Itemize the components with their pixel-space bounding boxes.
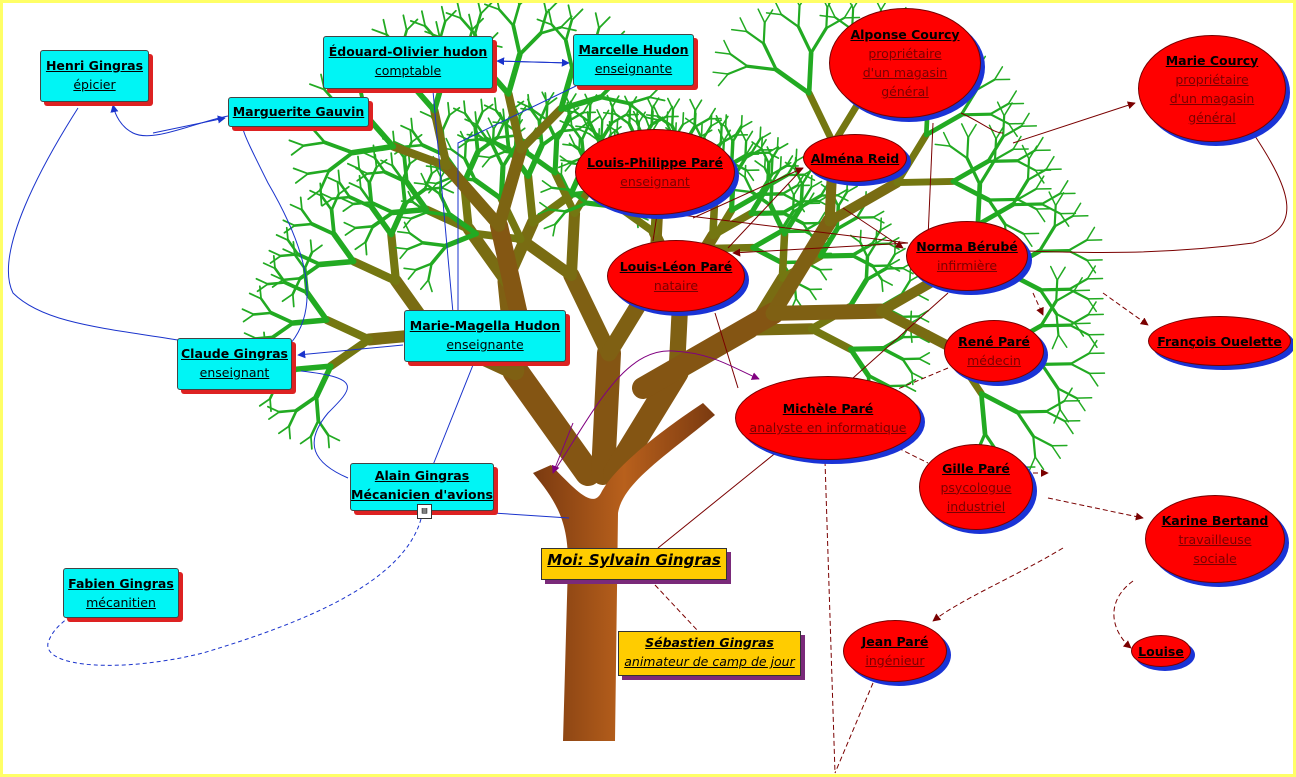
person-occupation: mécanitien	[86, 595, 156, 610]
person-alain-gingras[interactable]: Alain Gingras Mécanicien d'avions	[350, 463, 494, 511]
person-occupation: nataire	[653, 278, 699, 293]
person-occupation: Mécanicien d'avions	[351, 487, 493, 502]
person-name: Henri Gingras	[45, 58, 144, 73]
person-occupation: médecin	[967, 353, 1021, 368]
person-occupation: travailleuse sociale	[1178, 531, 1252, 566]
person-name: Sébastien Gingras	[645, 635, 774, 650]
person-edouard-olivier-hudon[interactable]: Édouard-Olivier hudon comptable	[323, 36, 493, 89]
person-name: Karine Bertand	[1161, 512, 1269, 528]
person-name: Louis-Philippe Paré	[587, 155, 723, 170]
person-occupation: comptable	[374, 63, 442, 78]
person-claude-gingras[interactable]: Claude Gingras enseignant	[177, 338, 292, 390]
person-occupation: psycologue industriel	[940, 479, 1012, 514]
person-occupation: propriétaire d'un magasin général	[862, 46, 948, 99]
person-name: Alponse Courcy	[850, 27, 960, 42]
person-occupation: enseignante	[594, 61, 673, 76]
person-name: Édouard-Olivier hudon	[328, 44, 488, 59]
person-occupation: propriétaire d'un magasin général	[1169, 71, 1255, 125]
person-name: Michèle Paré	[782, 401, 874, 416]
person-name: François Ouelette	[1157, 333, 1282, 349]
person-name: Marie-Magella Hudon	[409, 318, 561, 333]
person-karine-bertand[interactable]: Karine Bertand travailleuse sociale	[1145, 495, 1285, 583]
person-louis-philippe-pare[interactable]: Louis-Philippe Paré enseignant	[575, 129, 735, 215]
person-name: René Paré	[958, 334, 1030, 349]
person-marie-courcy[interactable]: Marie Courcy propriétaire d'un magasin g…	[1138, 35, 1286, 142]
person-rene-pare[interactable]: René Paré médecin	[944, 320, 1044, 382]
person-norma-berube[interactable]: Norma Bérubé infirmière	[906, 221, 1028, 291]
person-fabien-gingras[interactable]: Fabien Gingras mécanitien	[63, 568, 179, 618]
person-name: Fabien Gingras	[68, 576, 174, 591]
person-louis-leon-pare[interactable]: Louis-Léon Paré nataire	[607, 240, 745, 312]
note-icon[interactable]: ▤	[417, 504, 432, 519]
person-marie-magella-hudon[interactable]: Marie-Magella Hudon enseignante	[404, 310, 566, 362]
person-occupation: ingénieur	[865, 653, 925, 668]
person-louise[interactable]: Louise	[1131, 635, 1191, 667]
person-name: Jean Paré	[861, 634, 929, 649]
person-moi-sylvain-gingras[interactable]: Moi: Sylvain Gingras	[541, 548, 727, 580]
person-occupation: infirmière	[936, 258, 998, 273]
person-sebastien-gingras[interactable]: Sébastien Gingras animateur de camp de j…	[618, 631, 801, 676]
person-michele-pare[interactable]: Michèle Paré analyste en informatique	[735, 376, 921, 460]
person-name: Marcelle Hudon	[578, 42, 689, 57]
person-marguerite-gauvin[interactable]: Marguerite Gauvin	[228, 97, 369, 127]
person-name: Marguerite Gauvin	[232, 104, 365, 119]
person-jean-pare[interactable]: Jean Paré ingénieur	[843, 620, 947, 682]
person-occupation: enseignant	[620, 174, 690, 189]
person-name: Moi: Sylvain Gingras	[547, 551, 721, 569]
person-name: Gille Paré	[942, 460, 1010, 476]
person-henri-gingras[interactable]: Henri Gingras épicier	[40, 50, 149, 102]
person-marcelle-hudon[interactable]: Marcelle Hudon enseignante	[573, 34, 694, 86]
person-name: Alména Reid	[810, 150, 900, 166]
person-francois-ouelette[interactable]: François Ouelette	[1148, 316, 1291, 366]
person-occupation: enseignante	[446, 337, 524, 352]
person-occupation: analyste en informatique	[749, 420, 907, 435]
person-occupation: épicier	[73, 77, 116, 92]
person-name: Claude Gingras	[180, 346, 288, 361]
person-name: Marie Courcy	[1165, 52, 1259, 68]
person-occupation: enseignant	[199, 365, 270, 380]
relationship-links	[8, 57, 1288, 774]
person-name: Louis-Léon Paré	[619, 259, 733, 274]
person-gille-pare[interactable]: Gille Paré psycologue industriel	[919, 444, 1033, 530]
person-alponse-courcy[interactable]: Alponse Courcy propriétaire d'un magasin…	[829, 8, 981, 118]
person-occupation: animateur de camp de jour	[624, 654, 795, 669]
person-name: Louise	[1138, 643, 1184, 659]
person-almena-reid[interactable]: Alména Reid	[803, 134, 907, 182]
person-name: Norma Bérubé	[916, 239, 1018, 254]
person-name: Alain Gingras	[374, 468, 470, 483]
